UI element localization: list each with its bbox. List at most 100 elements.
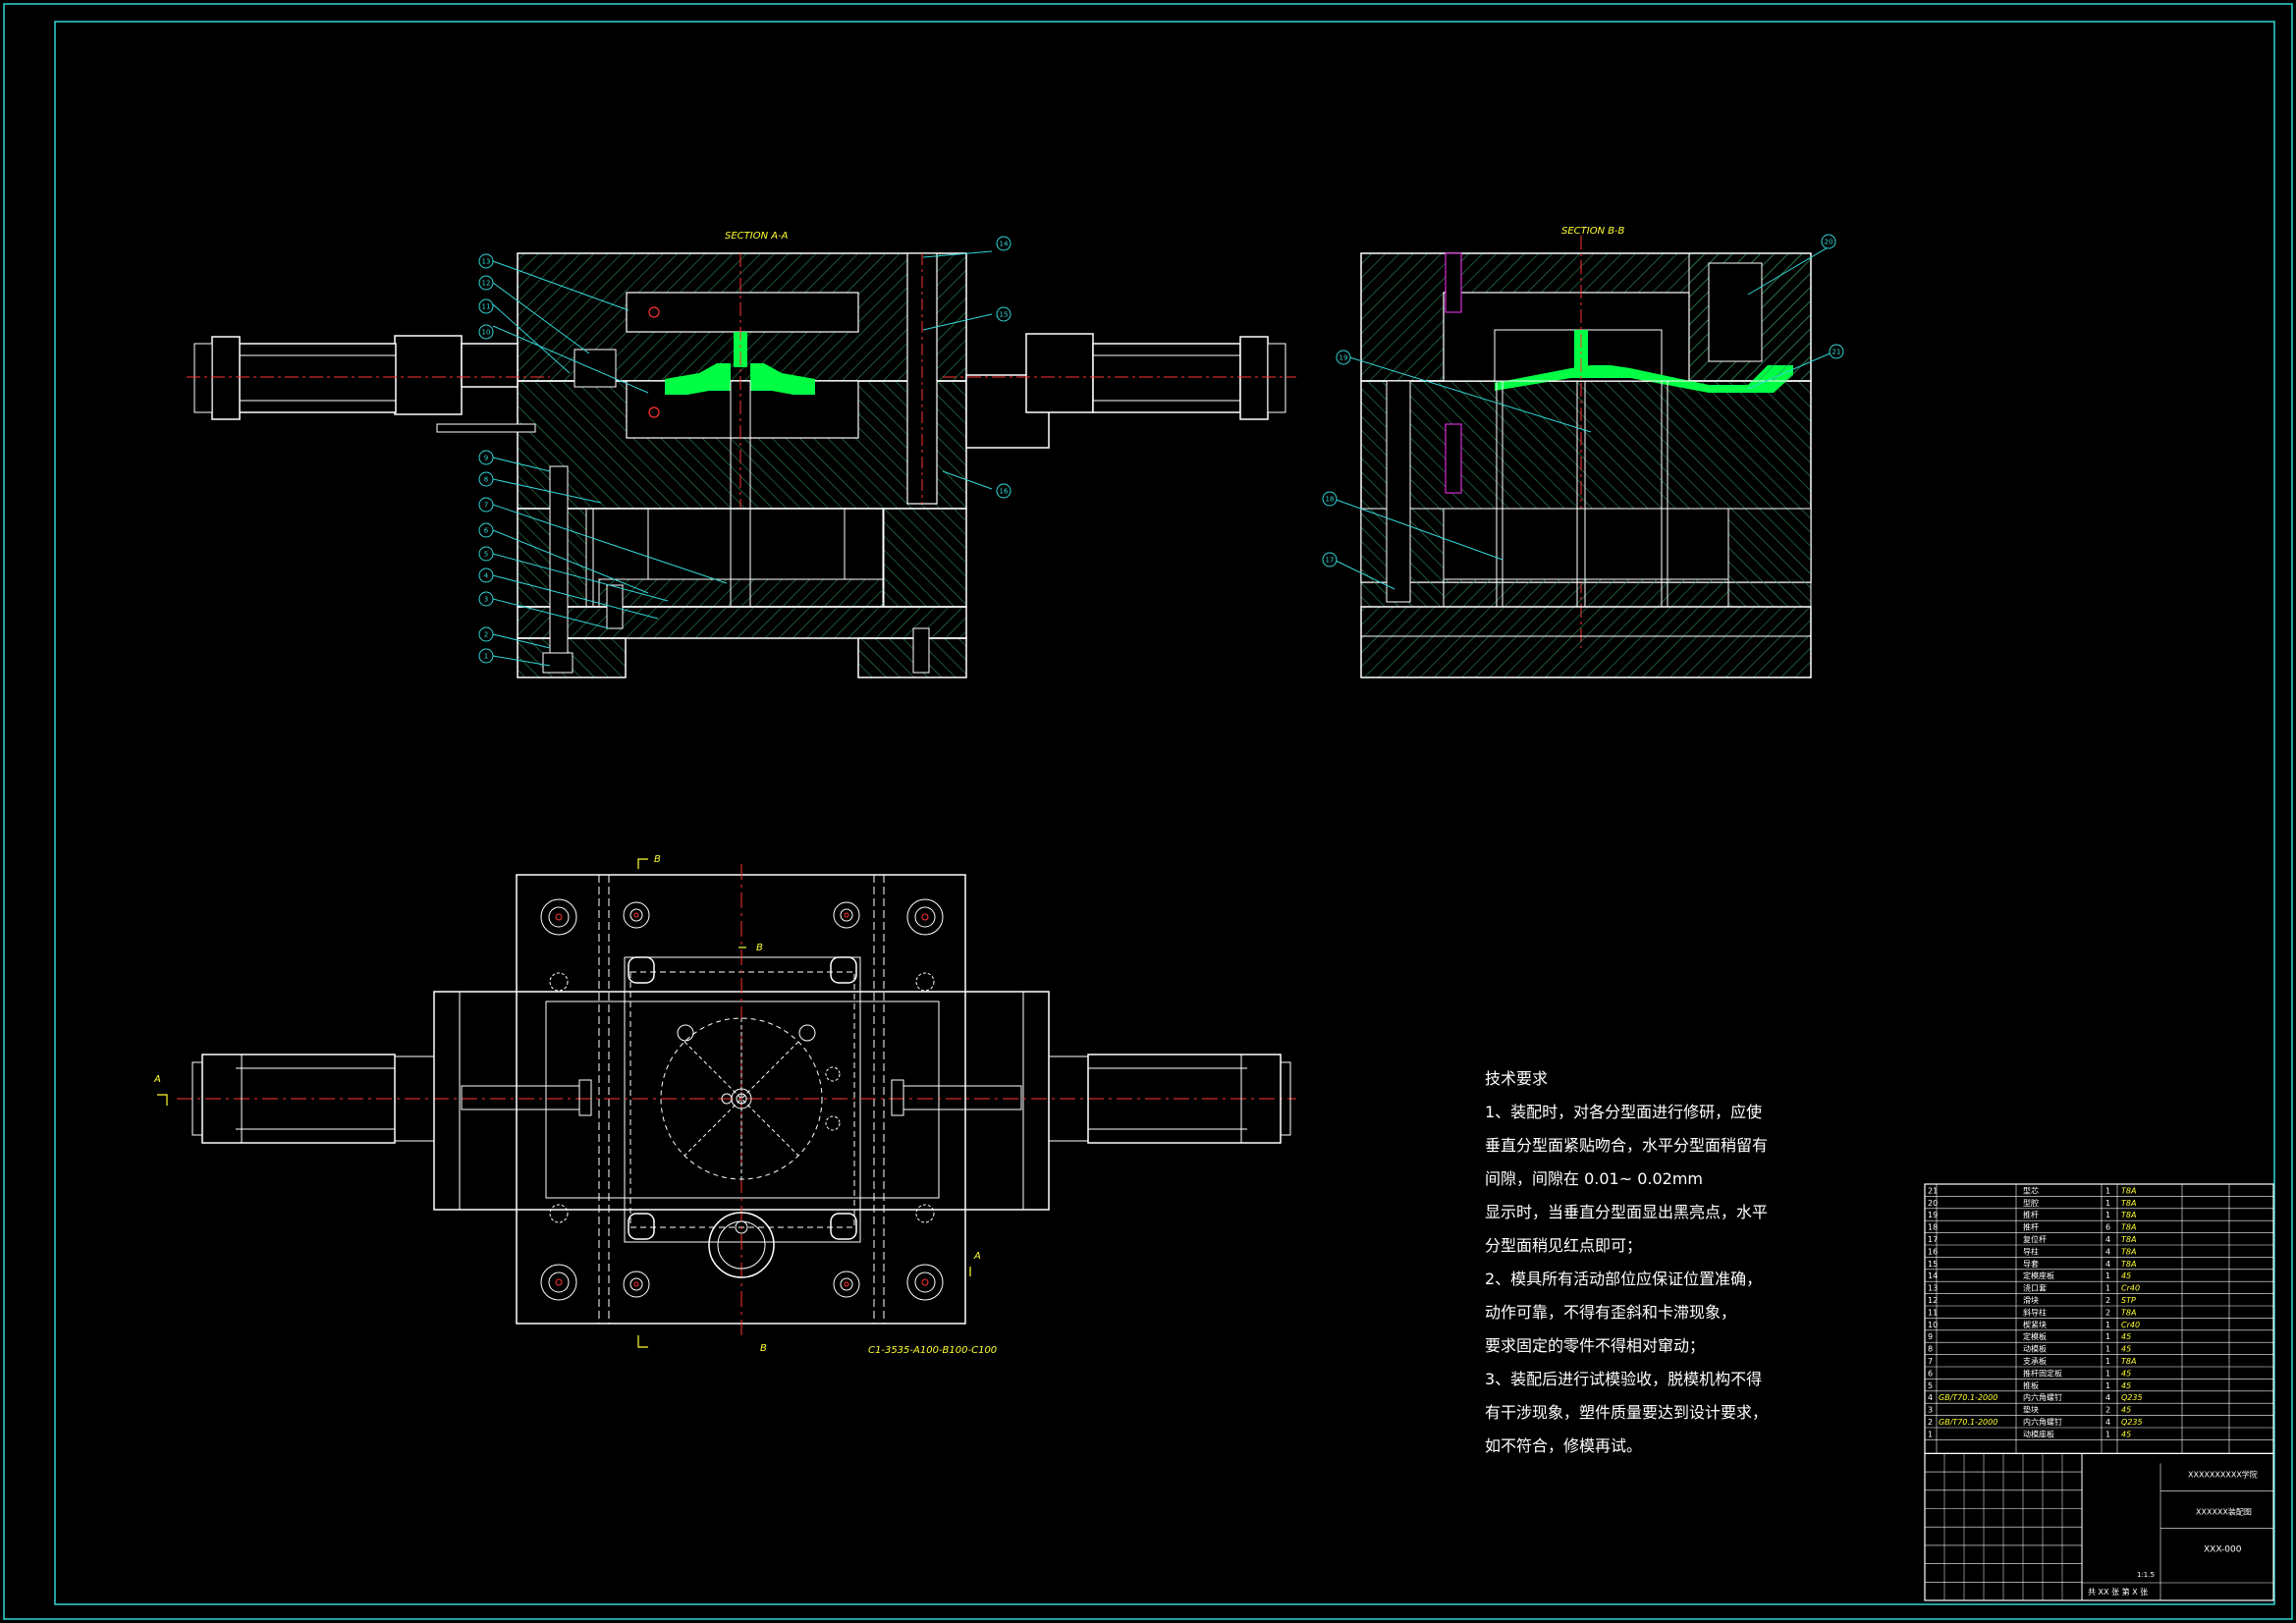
svg-text:1: 1 — [484, 653, 488, 661]
bom-name: 推板 — [2023, 1380, 2039, 1390]
bom-material: 45 — [2121, 1381, 2131, 1390]
bom-qty: 1 — [2105, 1199, 2110, 1208]
bom-name: 复位杆 — [2023, 1234, 2047, 1244]
plastic-part-left — [665, 363, 731, 395]
svg-text:A: A — [153, 1074, 161, 1085]
bom-material: T8A — [2121, 1308, 2136, 1317]
bom-name: 内六角螺钉 — [2023, 1392, 2062, 1402]
bom-name: 楔紧块 — [2023, 1320, 2047, 1329]
bom-no: 3 — [1928, 1406, 1933, 1415]
svg-text:A: A — [973, 1251, 981, 1262]
svg-text:9: 9 — [484, 455, 488, 462]
svg-text:B: B — [654, 854, 661, 865]
bom-name: 型芯 — [2023, 1185, 2039, 1195]
requirements-line: 显示时，当垂直分型面显出黑亮点，水平 — [1485, 1203, 1769, 1221]
bom-qty: 4 — [2105, 1235, 2110, 1244]
bom-no: 2 — [1928, 1418, 1933, 1427]
school-name: XXXXXXXXXX学院 — [2188, 1469, 2258, 1479]
bom-no: 12 — [1928, 1296, 1938, 1305]
bom-no: 4 — [1928, 1393, 1933, 1402]
bom-qty: 1 — [2105, 1381, 2110, 1390]
bom-qty: 1 — [2105, 1186, 2110, 1195]
requirements-line: 如不符合，修模再试。 — [1485, 1436, 1643, 1455]
bom-qty: 4 — [2105, 1247, 2110, 1256]
requirements-line: 动作可靠，不得有歪斜和卡滞现象， — [1485, 1303, 1737, 1322]
svg-text:10: 10 — [482, 329, 491, 337]
bom-no: 11 — [1928, 1308, 1938, 1317]
bom-code: GB/T70.1-2000 — [1939, 1418, 1997, 1427]
bom-name: 推杆 — [2023, 1222, 2039, 1232]
bom-material: T8A — [2121, 1211, 2136, 1219]
bom-qty: 1 — [2105, 1357, 2110, 1366]
bom-name: 推杆 — [2023, 1210, 2039, 1219]
bom-name: 支承板 — [2023, 1356, 2047, 1366]
bom-qty: 1 — [2105, 1345, 2110, 1354]
cavity-upper — [626, 292, 859, 333]
bom-material: 45 — [2121, 1332, 2131, 1341]
cavity-lower — [626, 380, 859, 439]
technical-requirements: 技术要求 1、装配时，对各分型面进行修研，应使 垂直分型面紧贴吻合，水平分型面稍… — [1485, 1062, 1779, 1463]
svg-text:17: 17 — [1326, 557, 1335, 565]
bom-name: 导套 — [2023, 1259, 2039, 1269]
bom-material: 45 — [2121, 1369, 2131, 1378]
bom-qty: 4 — [2105, 1418, 2110, 1427]
plastic-part-right — [750, 363, 815, 395]
plan-note: C1-3535-A100-B100-C100 — [868, 1345, 997, 1356]
bom-qty: 1 — [2105, 1332, 2110, 1341]
svg-text:6: 6 — [484, 527, 489, 535]
plan-view: B B B A A C1-3535-A100-B100-C100 — [153, 854, 1296, 1356]
bom-name: 型腔 — [2023, 1198, 2039, 1208]
inner-frame — [54, 21, 2275, 1605]
svg-text:20: 20 — [1825, 239, 1833, 246]
bom-name: 斜导柱 — [2023, 1307, 2047, 1317]
bom-no: 18 — [1928, 1223, 1938, 1232]
svg-text:18: 18 — [1326, 496, 1335, 504]
bom-qty: 1 — [2105, 1430, 2110, 1438]
bom-no: 17 — [1928, 1235, 1938, 1244]
bom-name: 动模板 — [2023, 1344, 2047, 1354]
balloons-aa: 13 12 11 10 9 8 7 6 5 4 3 2 1 14 15 16 — [478, 236, 1011, 664]
bom-material: T8A — [2121, 1186, 2136, 1195]
outer-frame — [3, 3, 2293, 1620]
bom-name: 内六角螺钉 — [2023, 1417, 2062, 1427]
requirements-line: 间隙，间隙在 0.01~ 0.02mm — [1485, 1169, 1704, 1188]
bom-no: 10 — [1928, 1321, 1938, 1329]
bom-material: Cr40 — [2121, 1284, 2140, 1293]
section-bb-title: SECTION B-B — [1561, 226, 1625, 237]
bom-material: T8A — [2121, 1199, 2136, 1208]
bom-name: 滑块 — [2023, 1295, 2039, 1305]
bom-material: T8A — [2121, 1357, 2136, 1366]
requirements-line: 要求固定的零件不得相对窜动； — [1485, 1336, 1706, 1355]
bom-material: T8A — [2121, 1247, 2136, 1256]
bom-qty: 1 — [2105, 1211, 2110, 1219]
requirements-line: 3、装配后进行试模验收，脱模机构不得 — [1485, 1370, 1763, 1388]
svg-text:13: 13 — [482, 258, 491, 266]
bom-material: 45 — [2121, 1271, 2131, 1280]
bom-material: 45 — [2121, 1430, 2131, 1438]
bom-name: 定模板 — [2023, 1331, 2047, 1341]
bom-material: 45 — [2121, 1406, 2131, 1415]
bom-qty: 2 — [2105, 1296, 2110, 1305]
bom-material: 45 — [2121, 1345, 2131, 1354]
svg-text:B: B — [760, 1343, 767, 1354]
bom-name: 导柱 — [2023, 1246, 2039, 1256]
bom-no: 7 — [1928, 1357, 1933, 1366]
svg-text:4: 4 — [484, 572, 489, 580]
bom-qty: 6 — [2105, 1223, 2110, 1232]
sheet-count: 共 XX 张 第 X 张 — [2088, 1587, 2148, 1596]
svg-text:12: 12 — [482, 280, 491, 288]
svg-text:5: 5 — [484, 551, 488, 559]
section-aa-view: SECTION A-A — [187, 231, 1296, 678]
svg-text:14: 14 — [1000, 241, 1009, 248]
svg-text:3: 3 — [484, 596, 488, 604]
requirements-line: 1、装配时，对各分型面进行修研，应使 — [1485, 1103, 1763, 1121]
bom-no: 8 — [1928, 1345, 1933, 1354]
bom-material: STP — [2121, 1296, 2136, 1305]
drawing-number: XXX-000 — [2204, 1544, 2242, 1554]
svg-text:8: 8 — [484, 476, 488, 484]
bom-material: Q235 — [2121, 1393, 2143, 1402]
bom-no: 13 — [1928, 1284, 1938, 1293]
requirements-line: 2、模具所有活动部位应保证位置准确， — [1485, 1270, 1763, 1288]
